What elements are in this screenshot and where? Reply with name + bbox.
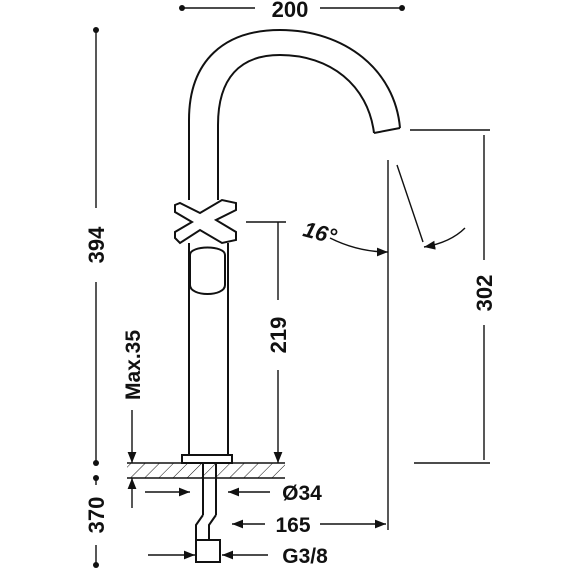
faucet-spout [188,28,401,200]
hose-length-label: 370 [84,497,109,534]
faucet-lower-body [181,243,233,464]
dimension-spout-height: 302 [410,129,497,464]
spout-height-label: 302 [472,275,497,312]
dimension-hose-length: 370 [84,475,109,568]
cross-handle [174,198,237,245]
hole-diameter-label: Ø34 [282,482,322,505]
dimension-top-width: 200 [179,0,405,22]
spout-reference: 16° [301,160,466,530]
angle-label: 16° [301,216,340,249]
dimension-connection: G3/8 [148,545,328,568]
dimension-reach: 165 [232,514,386,537]
dimension-total-height: 394 [84,27,109,466]
dimension-hole-diameter: Ø34 [145,482,322,505]
width-label: 200 [272,0,309,22]
connection-label: G3/8 [282,545,328,568]
total-height-label: 394 [84,226,109,263]
reach-label: 165 [275,514,310,537]
dimension-max-thickness: Max.35 [122,330,145,508]
body-height-label: 219 [266,317,291,354]
dimension-body-height: 219 [246,221,291,463]
max-thickness-label: Max.35 [122,330,145,400]
supply-pipe [195,463,221,563]
countertop [127,462,285,479]
